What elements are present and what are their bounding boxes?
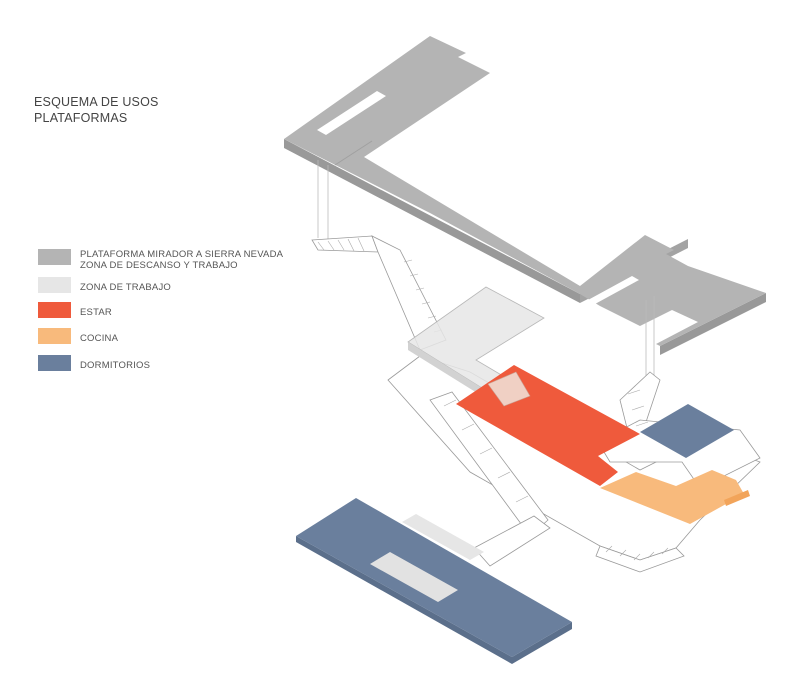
platform-dormitorios [296,498,572,664]
legend-item-trabajo: ZONA DE TRABAJO [38,277,171,293]
dormitorios-trabajo-strip [402,514,484,560]
support-lines [317,160,655,380]
legend-label-dormitorios: DORMITORIOS [80,360,151,371]
stair-upper-left [311,235,379,253]
legend-swatch-estar [38,302,71,318]
dormitorios-edge [296,536,512,664]
diagram-title-line-1: ESQUEMA DE USOS [34,95,159,109]
platform-mirador-edge [284,139,580,303]
estar-block [487,371,531,407]
mirador-opening-1 [317,91,386,135]
legend-label-estar: ESTAR [80,307,112,318]
diagram-title-line-2: PLATAFORMAS [34,111,128,125]
legend-item-dormitorios: DORMITORIOS [38,355,150,371]
cocina-edge [724,490,750,506]
legend-item-estar: ESTAR [38,302,112,318]
mirador-joint [334,140,373,166]
legend-label-trabajo: ZONA DE TRABAJO [80,282,171,293]
legend-label-mirador-line-1: PLATAFORMA MIRADOR A SIERRA NEVADA [80,249,284,260]
legend-swatch-trabajo [38,277,71,293]
stair-lower [473,515,551,567]
legend-swatch-cocina [38,328,71,344]
legend-label-mirador: PLATAFORMA MIRADOR A SIERRA NEVADA ZONA … [80,249,283,271]
dormitorios-edge-front [512,622,572,664]
legend-swatch-dormitorios [38,355,71,371]
zona-cocina [600,470,750,524]
legend-label-mirador-line-2: ZONA DE DESCANSO Y TRABAJO [80,260,238,271]
legend-swatch-mirador [38,249,71,265]
platform-mirador-top [284,36,766,346]
diagram-title: ESQUEMA DE USOS PLATAFORMAS [34,94,159,126]
stair-left-long [429,391,549,537]
cocina-platform [600,470,744,524]
legend-label-cocina: COCINA [80,333,119,344]
zona-estar [456,365,640,486]
dormitorios-opening [370,552,458,602]
legend-item-cocina: COCINA [38,328,118,344]
dormitorio-upper [640,404,734,458]
platform-mirador-edge-front [660,293,766,355]
floor-front-edge [595,545,685,573]
legend-item-mirador: PLATAFORMA MIRADOR A SIERRA NEVADA ZONA … [38,249,283,271]
zona-trabajo-edge [408,342,498,406]
mirador-opening-2 [588,276,639,304]
platform-mirador [284,36,766,355]
